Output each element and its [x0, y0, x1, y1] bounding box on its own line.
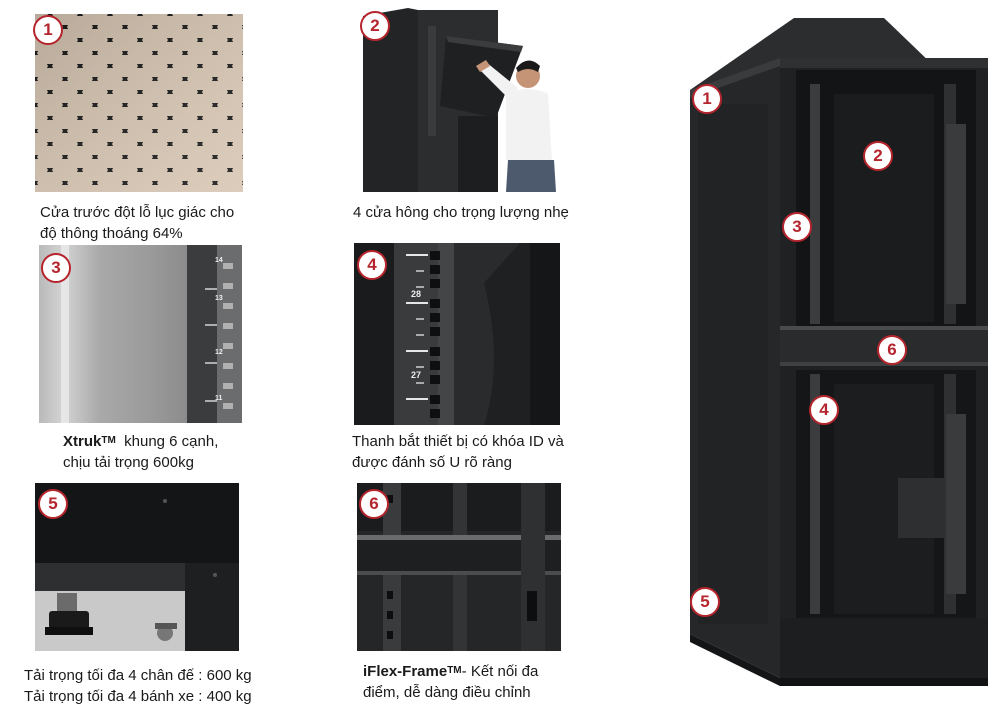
rail-number: 12	[215, 349, 223, 356]
cabinet-callout-6: 6	[877, 335, 907, 365]
caption-iflex: iFlex-FrameTM- Kết nối đa điểm, dễ dàng …	[363, 661, 538, 703]
rail-number: 27	[411, 370, 422, 380]
badge-5: 5	[38, 489, 68, 519]
badge-4: 4	[357, 250, 387, 280]
photo-side-door	[358, 6, 558, 192]
caption-line: độ thông thoáng 64%	[40, 225, 183, 242]
photo-xtruk-frame: 14 13 12 11	[39, 245, 242, 423]
cabinet-callout-1: 1	[692, 84, 722, 114]
badge-2: 2	[360, 11, 390, 41]
brand-iflex: iFlex-Frame	[363, 663, 448, 680]
badge-3: 3	[41, 253, 71, 283]
rail-number: 14	[215, 257, 223, 264]
caption-line: được đánh số U rõ ràng	[352, 454, 512, 471]
photo-feet-casters	[35, 483, 239, 651]
cabinet-callout-3: 3	[782, 212, 812, 242]
rail-number: 11	[215, 395, 223, 402]
badge-1: 1	[33, 15, 63, 45]
rail-number: 28	[411, 289, 422, 299]
trademark: TM	[447, 665, 462, 676]
side-door-graphic	[358, 6, 558, 192]
trademark: TM	[101, 435, 116, 446]
caption-line: điểm, dễ dàng điều chỉnh	[363, 684, 531, 701]
badge-6: 6	[359, 489, 389, 519]
xtruk-frame-graphic	[39, 245, 242, 423]
caption-line: Thanh bắt thiết bị có khóa ID và	[352, 433, 564, 450]
caption-xtruk: XtrukTM khung 6 cạnh, chịu tải trọng 600…	[63, 431, 218, 473]
caption-line: iFlex-FrameTM- Kết nối đa	[363, 661, 538, 682]
caption-line: Tải trọng tối đa 4 chân đế : 600 kg	[24, 667, 252, 684]
iflex-frame-graphic	[357, 483, 561, 651]
cabinet-callout-4: 4	[809, 395, 839, 425]
caption-line: Tải trọng tối đa 4 bánh xe : 400 kg	[24, 688, 252, 705]
caption-line: XtrukTM khung 6 cạnh,	[63, 431, 218, 452]
cabinet-callout-5: 5	[690, 587, 720, 617]
caption-mounting-rail: Thanh bắt thiết bị có khóa ID và được đá…	[352, 431, 564, 473]
photo-hex-mesh	[35, 14, 243, 192]
hex-mesh-graphic	[35, 14, 243, 192]
caption-text: - Kết nối đa	[461, 663, 539, 680]
photo-mounting-rail: 28 27	[354, 243, 560, 425]
caption-text: khung 6 cạnh,	[115, 433, 219, 450]
photo-iflex-frame	[357, 483, 561, 651]
caption-line: 4 cửa hông cho trọng lượng nhẹ	[353, 204, 569, 221]
brand-xtruk: Xtruk	[63, 433, 102, 450]
feet-casters-graphic	[35, 483, 239, 651]
rack-cabinet-graphic	[690, 18, 988, 686]
caption-front-door: Cửa trước đột lỗ lục giác cho độ thông t…	[40, 202, 234, 244]
caption-line: chịu tải trọng 600kg	[63, 454, 194, 471]
caption-side-doors: 4 cửa hông cho trọng lượng nhẹ	[353, 202, 569, 223]
mounting-rail-graphic	[354, 243, 560, 425]
caption-line: Cửa trước đột lỗ lục giác cho	[40, 204, 235, 221]
cabinet-callout-2: 2	[863, 141, 893, 171]
photo-rack-cabinet	[684, 14, 992, 686]
rail-number: 13	[215, 295, 223, 302]
caption-load-capacity: Tải trọng tối đa 4 chân đế : 600 kg Tải …	[24, 665, 252, 707]
